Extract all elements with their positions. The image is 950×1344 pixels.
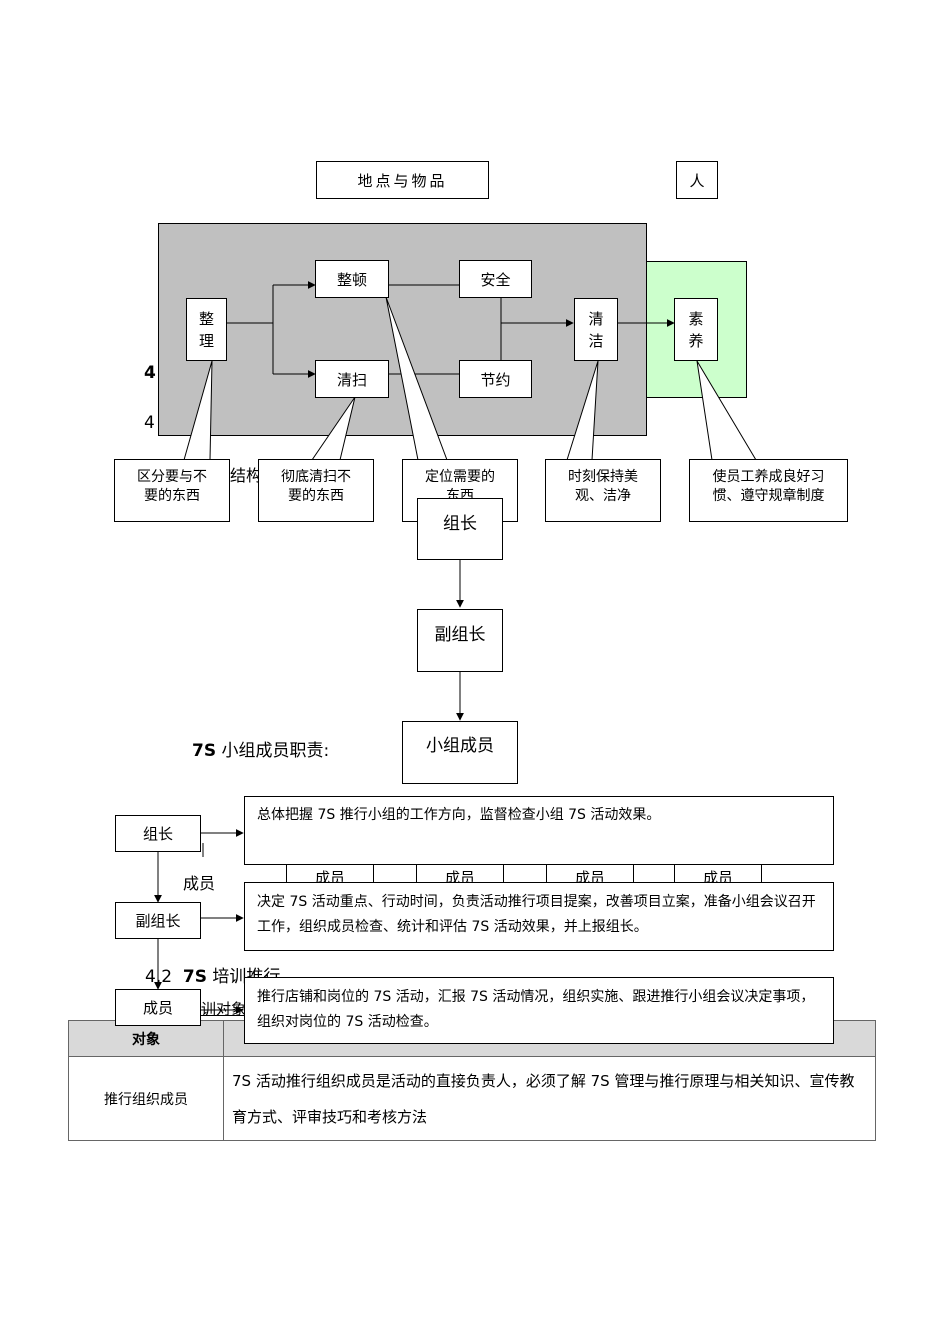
place-items-panel xyxy=(158,223,647,436)
org-leader-box: 组长 xyxy=(417,498,503,560)
training-heading-number: 4.2 xyxy=(145,967,173,987)
callout-qingjie: 时刻保持美 观、洁净 xyxy=(545,459,661,522)
qingsao-box: 清扫 xyxy=(315,360,389,398)
training-heading-bold: 7S xyxy=(182,967,207,987)
duty-leader-text: 总体把握 7S 推行小组的工作方向，监督检查小组 7S 活动效果。 xyxy=(244,796,834,865)
duty-leader-label: 组长 xyxy=(115,815,201,852)
duty-deputy-label: 副组长 xyxy=(115,902,201,939)
person-label: 人 xyxy=(676,161,718,199)
duty-member-label: 成员 xyxy=(115,989,201,1026)
qingjie-box: 清 洁 xyxy=(574,298,618,361)
zhengdun-box: 整顿 xyxy=(315,260,389,298)
table-cell-target: 推行组织成员 xyxy=(68,1056,224,1141)
duties-heading-bold: 7S xyxy=(192,741,217,761)
callout-qingsao: 彻底清扫不 要的东西 xyxy=(258,459,374,522)
jieyue-box: 节约 xyxy=(459,360,532,398)
table-row: 推行组织成员 7S 活动推行组织成员是活动的直接负责人，必须了解 7S 管理与推… xyxy=(68,1056,876,1141)
org-members-box: 小组成员 xyxy=(402,721,518,784)
table-cell-content: 7S 活动推行组织成员是活动的直接负责人，必须了解 7S 管理与推行原理与相关知… xyxy=(223,1056,876,1141)
duties-heading-text: 小组成员职责: xyxy=(221,741,330,761)
section-number-fragment: 4 xyxy=(144,363,156,383)
place-and-items-label: 地点与物品 xyxy=(316,161,489,199)
duty-deputy-text: 决定 7S 活动重点、行动时间，负责活动推行项目提案，改善项目立案，准备小组会议… xyxy=(244,882,834,951)
table-header-cell: 对象 xyxy=(68,1020,224,1057)
section-number-fragment: 4 xyxy=(144,413,155,433)
duties-heading: 7S 小组成员职责: xyxy=(192,736,329,761)
org-deputy-box: 副组长 xyxy=(417,609,503,672)
anquan-box: 安全 xyxy=(459,260,532,298)
member-side-fragment: 成员 xyxy=(183,874,216,893)
duty-member-text: 推行店铺和岗位的 7S 活动，汇报 7S 活动情况，组织实施、跟进推行小组会议决… xyxy=(244,977,834,1044)
callout-zhengli: 区分要与不 要的东西 xyxy=(114,459,230,522)
training-target-fragment: 训对象 xyxy=(201,1000,247,1018)
structure-text-fragment: 结构 xyxy=(230,466,263,485)
zhengli-box: 整 理 xyxy=(186,298,227,361)
suyang-box: 素 养 xyxy=(674,298,718,361)
callout-suyang: 使员工养成良好习 惯、遵守规章制度 xyxy=(689,459,848,522)
